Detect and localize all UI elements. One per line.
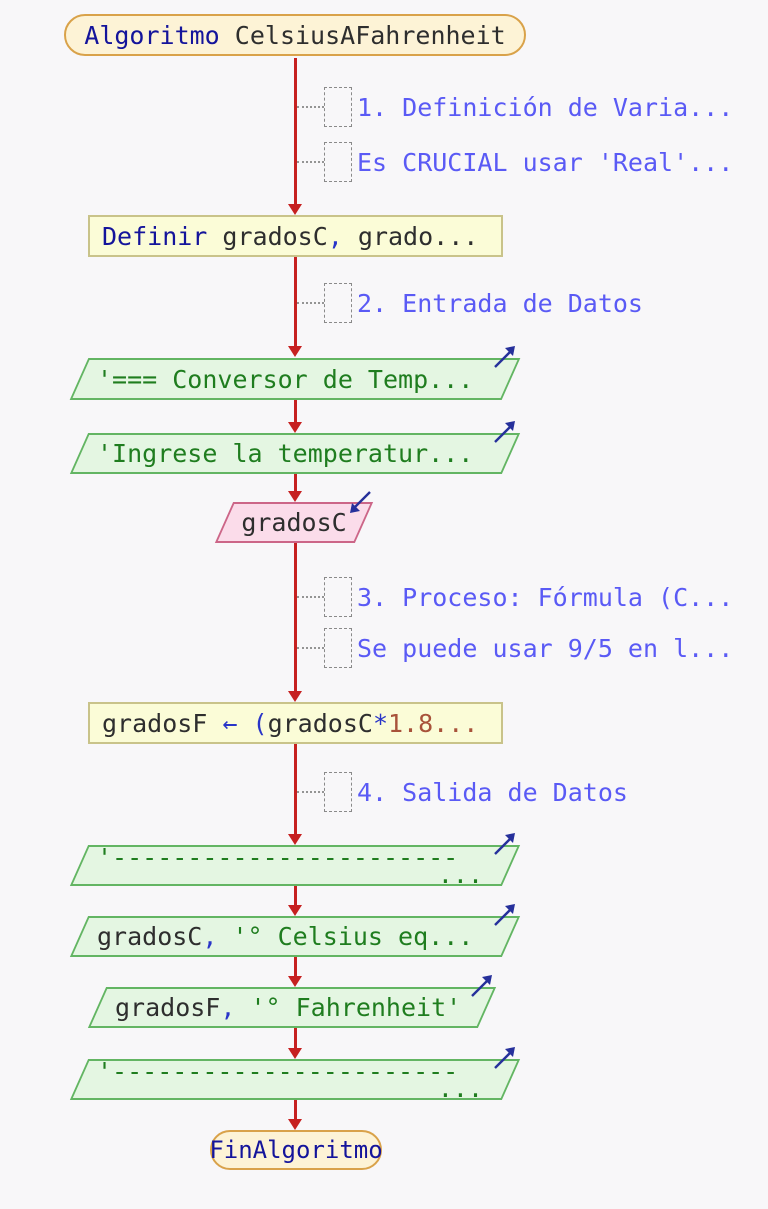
- comment-node[interactable]: 4. Salida de Datos: [297, 772, 628, 812]
- keyword-finalgoritmo: FinAlgoritmo: [209, 1136, 383, 1164]
- ellipsis-text: ...: [437, 859, 483, 885]
- comment-anchor-icon: [324, 283, 352, 323]
- output-arrow-icon: [471, 975, 492, 997]
- comment-anchor-icon: [324, 577, 352, 617]
- comma-symbol: ,: [327, 221, 343, 251]
- output-node[interactable]: gradosF, '° Fahrenheit': [87, 987, 497, 1028]
- output-text: 'Ingrese la temperatur...: [97, 439, 474, 468]
- output-node[interactable]: '----------------------- ...: [69, 1059, 521, 1100]
- comment-anchor-icon: [324, 772, 352, 812]
- output-variable: gradosF: [115, 993, 221, 1022]
- input-arrow-icon: [350, 491, 371, 513]
- output-arrow-icon: [494, 833, 515, 855]
- assign-operator: ←: [207, 708, 253, 738]
- arrowhead-icon: [288, 422, 302, 433]
- output-variable: gradosC: [97, 922, 203, 951]
- connector-line: [294, 886, 297, 905]
- number-literal: 1.8...: [388, 708, 479, 738]
- connector-line: [294, 1028, 297, 1048]
- output-text: '=== Conversor de Temp...: [97, 364, 474, 394]
- arrowhead-icon: [288, 976, 302, 987]
- output-text: '-----------------------: [97, 1061, 459, 1086]
- define-vars: gradosC: [207, 221, 328, 251]
- output-text: '-----------------------: [97, 847, 459, 872]
- assign-var: gradosC: [267, 708, 373, 738]
- comment-node[interactable]: Es CRUCIAL usar 'Real'...: [297, 142, 733, 182]
- output-node[interactable]: gradosC, '° Celsius eq...: [69, 916, 521, 957]
- comment-text: Es CRUCIAL usar 'Real'...: [357, 147, 734, 177]
- comment-leader-icon: [297, 161, 324, 163]
- start-terminal-node[interactable]: Algoritmo CelsiusAFahrenheit: [64, 14, 526, 56]
- multiply-symbol: *: [372, 708, 388, 738]
- ellipsis-text: ...: [437, 1073, 483, 1099]
- connector-line: [294, 474, 297, 491]
- connector-line: [294, 1100, 297, 1119]
- end-terminal-node[interactable]: FinAlgoritmo: [209, 1130, 383, 1170]
- comment-text: 2. Entrada de Datos: [357, 288, 643, 318]
- comment-anchor-icon: [324, 628, 352, 668]
- comment-node[interactable]: 3. Proceso: Fórmula (C...: [297, 577, 733, 617]
- comment-leader-icon: [297, 647, 324, 649]
- output-node[interactable]: '----------------------- ...: [69, 845, 521, 886]
- comment-node[interactable]: 2. Entrada de Datos: [297, 283, 643, 323]
- comment-leader-icon: [297, 302, 324, 304]
- comment-text: 1. Definición de Varia...: [357, 92, 734, 122]
- define-process-node[interactable]: Definir gradosC, grado...: [88, 215, 503, 257]
- arrowhead-icon: [288, 834, 302, 845]
- define-rest: grado...: [342, 221, 479, 251]
- connector-line: [294, 400, 297, 422]
- comment-leader-icon: [297, 106, 324, 108]
- comment-leader-icon: [297, 596, 324, 598]
- comment-leader-icon: [297, 791, 324, 793]
- output-text: '° Celsius eq...: [217, 922, 474, 951]
- arrowhead-icon: [288, 204, 302, 215]
- connector-line: [294, 543, 297, 691]
- comment-anchor-icon: [324, 142, 352, 182]
- output-node[interactable]: 'Ingrese la temperatur...: [69, 433, 521, 474]
- paren-symbol: (: [252, 708, 268, 738]
- comment-text: 3. Proceso: Fórmula (C...: [357, 582, 734, 612]
- connector-line: [294, 957, 297, 976]
- output-arrow-icon: [494, 421, 515, 443]
- comment-node[interactable]: 1. Definición de Varia...: [297, 87, 733, 127]
- comma-symbol: ,: [220, 993, 236, 1022]
- output-node[interactable]: '=== Conversor de Temp...: [69, 358, 521, 400]
- comment-node[interactable]: Se puede usar 9/5 en l...: [297, 628, 733, 668]
- arrowhead-icon: [288, 1048, 302, 1059]
- arrowhead-icon: [288, 905, 302, 916]
- connector-line: [294, 58, 297, 204]
- arrowhead-icon: [288, 1119, 302, 1130]
- assign-lhs: gradosF: [102, 708, 208, 738]
- connector-line: [294, 744, 297, 834]
- comment-anchor-icon: [324, 87, 352, 127]
- comment-text: 4. Salida de Datos: [357, 777, 628, 807]
- output-text: '° Fahrenheit': [235, 993, 462, 1022]
- output-arrow-icon: [494, 904, 515, 926]
- output-arrow-icon: [494, 1047, 515, 1069]
- input-variable: gradosC: [241, 508, 347, 537]
- connector-line: [294, 257, 297, 347]
- assign-process-node[interactable]: gradosF ← (gradosC*1.8...: [88, 702, 503, 744]
- comma-symbol: ,: [202, 922, 218, 951]
- arrowhead-icon: [288, 491, 302, 502]
- arrowhead-icon: [288, 691, 302, 702]
- keyword-algoritmo: Algoritmo: [84, 20, 220, 50]
- algorithm-name: CelsiusAFahrenheit: [219, 20, 506, 50]
- keyword-definir: Definir: [102, 221, 208, 251]
- output-arrow-icon: [494, 346, 515, 368]
- comment-text: Se puede usar 9/5 en l...: [357, 633, 734, 663]
- arrowhead-icon: [288, 346, 302, 357]
